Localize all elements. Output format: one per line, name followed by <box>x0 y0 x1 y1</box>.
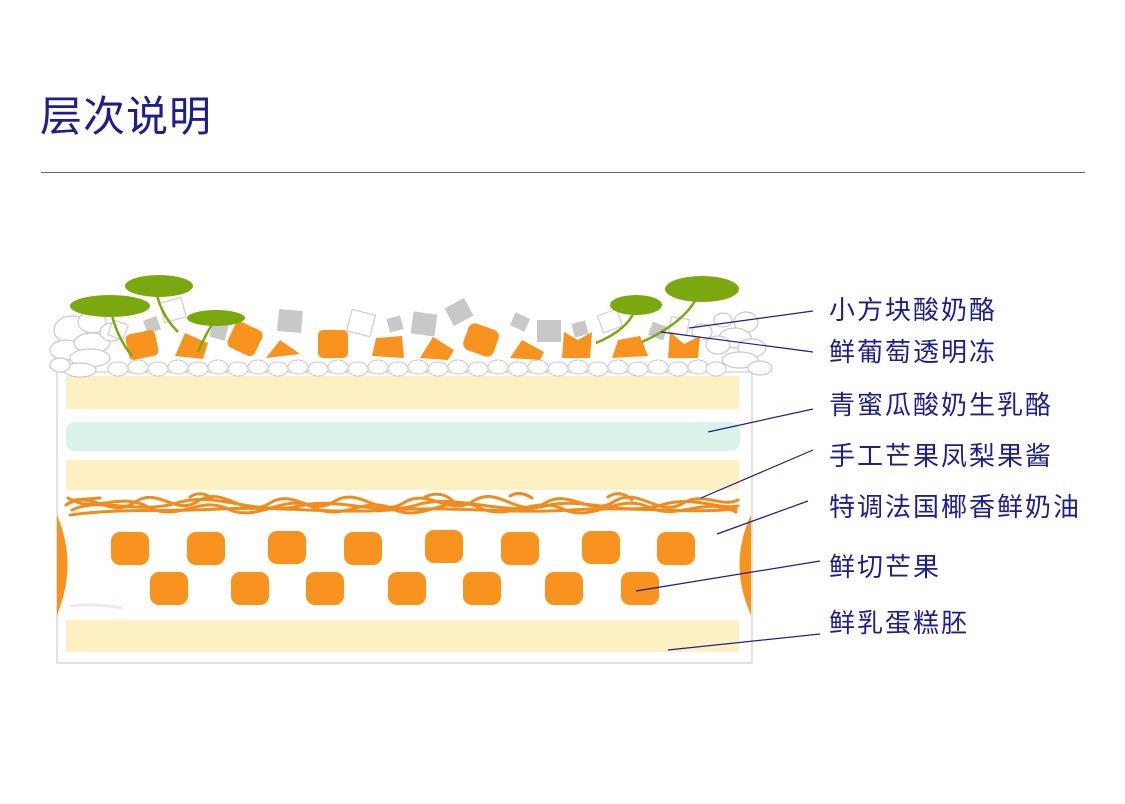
mango-chunk <box>461 321 501 358</box>
mango-cube <box>425 530 463 563</box>
label-cream: 特调法国椰香鲜奶油 <box>829 493 1081 523</box>
label-jelly: 鲜葡萄透明冻 <box>829 338 997 368</box>
sponge-layer-middle <box>66 460 739 490</box>
mango-chunk <box>318 330 348 358</box>
mango-chunk <box>225 320 264 358</box>
leaf <box>70 295 150 317</box>
mango-chunk <box>372 336 404 358</box>
cheese-cube <box>537 320 561 342</box>
mango-chunk <box>175 333 208 359</box>
mango-cube <box>111 532 149 565</box>
mango-cube <box>501 532 539 565</box>
mango-cube <box>657 532 695 565</box>
mango-cube <box>582 531 620 564</box>
label-mango: 鲜切芒果 <box>829 553 941 583</box>
leaf <box>187 310 245 326</box>
jelly-cube <box>347 309 376 336</box>
cheese-cube <box>277 309 303 333</box>
cheese-cube <box>386 315 403 332</box>
mango-cube <box>344 532 382 565</box>
cheese-cube <box>445 298 474 326</box>
cheese-cube <box>510 312 530 331</box>
cream-dots <box>108 360 726 376</box>
cream-swirl <box>714 313 732 327</box>
melon-cheese-layer <box>66 422 740 451</box>
mango-cube <box>388 572 426 605</box>
cream-swirl <box>50 358 70 372</box>
mango-cube <box>463 572 501 605</box>
cake-outline <box>57 372 752 663</box>
label-cheese-layer: 青蜜瓜酸奶生乳酪 <box>829 391 1053 421</box>
label-sponge: 鲜乳蛋糕胚 <box>829 609 969 639</box>
mango-chunk <box>266 340 300 358</box>
sponge-layer-top <box>66 376 739 409</box>
leaf <box>125 275 193 297</box>
leaf <box>610 295 662 315</box>
cheese-cube <box>571 320 588 337</box>
mango-chunk <box>125 329 160 361</box>
mango-cube <box>306 572 344 605</box>
mango-chunk <box>510 340 544 360</box>
mango-cube <box>268 531 306 564</box>
mango-cube <box>545 572 583 605</box>
mango-chunk <box>420 337 454 360</box>
mango-cube <box>187 532 225 565</box>
jelly-cube <box>160 297 186 322</box>
sponge-layer-bottom <box>66 620 739 652</box>
mango-cube <box>231 572 269 605</box>
cheese-cube <box>411 311 438 336</box>
leaf <box>665 276 739 302</box>
mango-cube <box>150 572 188 605</box>
label-cheese-cubes: 小方块酸奶酪 <box>829 296 997 326</box>
label-jam: 手工芒果凤梨果酱 <box>829 442 1053 472</box>
cream-swirl <box>748 361 772 375</box>
mango-chunk <box>612 336 648 358</box>
